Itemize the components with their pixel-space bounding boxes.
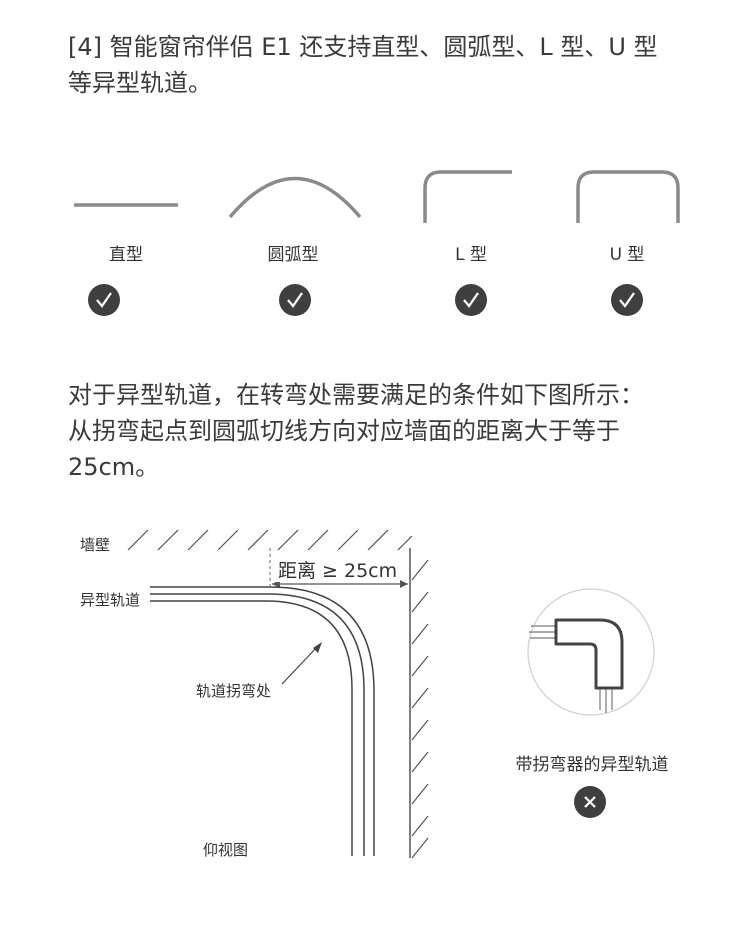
curved-track <box>150 586 375 856</box>
distance-label: 距离 ≥ 25cm <box>278 560 397 582</box>
track-label-u: U 型 <box>609 245 645 265</box>
condition-line-2: 从拐弯起点到圆弧切线方向对应墙面的距离大于等于 <box>68 417 620 445</box>
cross-icon <box>574 786 606 818</box>
bracket-circle <box>527 588 655 716</box>
bend-diagram: 距离 ≥ 25cm 墙壁 异型轨道 轨道拐弯处 仰视图 <box>80 529 655 859</box>
l-track-shape <box>423 170 512 223</box>
intro-line-1: [4] 智能窗帘伴侣 E1 还支持直型、圆弧型、L 型、U 型 <box>68 33 658 61</box>
check-icon <box>611 284 643 316</box>
bend-label: 轨道拐弯处 <box>196 682 271 700</box>
wall-hatch-top <box>127 529 413 551</box>
bracket-label: 带拐弯器的异型轨道 <box>515 755 669 775</box>
condition-line-1: 对于异型轨道，在转弯处需要满足的条件如下图所示： <box>68 381 644 409</box>
check-icon <box>88 284 120 316</box>
bend-pointer <box>281 645 319 685</box>
intro-paragraph: [4] 智能窗帘伴侣 E1 还支持直型、圆弧型、L 型、U 型 等异型轨道。 <box>68 29 708 101</box>
bracket-track <box>529 625 613 713</box>
check-icon <box>455 284 487 316</box>
wall-label: 墙壁 <box>80 536 110 554</box>
arc-track-shape <box>228 176 362 219</box>
condition-line-3: 25cm。 <box>68 453 160 481</box>
wall-hatch-right <box>411 559 429 859</box>
track-label: 异型轨道 <box>80 591 140 609</box>
view-label: 仰视图 <box>203 841 248 859</box>
corner-bracket-icon <box>554 618 624 690</box>
track-label-arc: 圆弧型 <box>267 245 319 265</box>
u-track-shape <box>576 170 680 223</box>
condition-paragraph: 对于异型轨道，在转弯处需要满足的条件如下图所示： 从拐弯起点到圆弧切线方向对应墙… <box>68 377 708 485</box>
check-icon <box>279 284 311 316</box>
intro-line-2: 等异型轨道。 <box>68 69 212 97</box>
track-label-l: L 型 <box>455 245 487 265</box>
track-label-straight: 直型 <box>109 245 143 265</box>
track-shapes <box>74 170 680 223</box>
